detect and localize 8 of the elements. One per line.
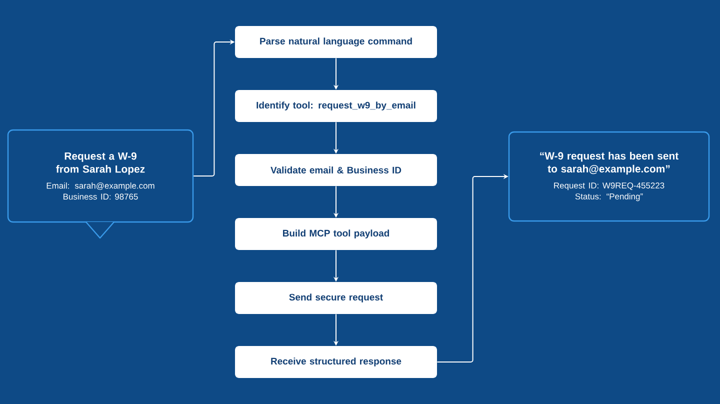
process-box: Parse natural language command — [235, 26, 437, 58]
response-box: “W-9 request has been sent to sarah@example.com” Request ID: W9REQ-455223 Status: “Pending” — [508, 131, 710, 222]
process-box: Send secure request — [235, 282, 437, 314]
process-box: Validate email & Business ID — [235, 154, 437, 186]
speech-bubble: Request a W-9 from Sarah Lopez Email: sarah@example.com Business ID: 98765 — [7, 129, 194, 239]
process-box: Identify tool: request_w9_by_email — [235, 90, 437, 122]
process-box: Receive structured response — [235, 346, 437, 378]
process-box: Build MCP tool payload — [235, 218, 437, 250]
